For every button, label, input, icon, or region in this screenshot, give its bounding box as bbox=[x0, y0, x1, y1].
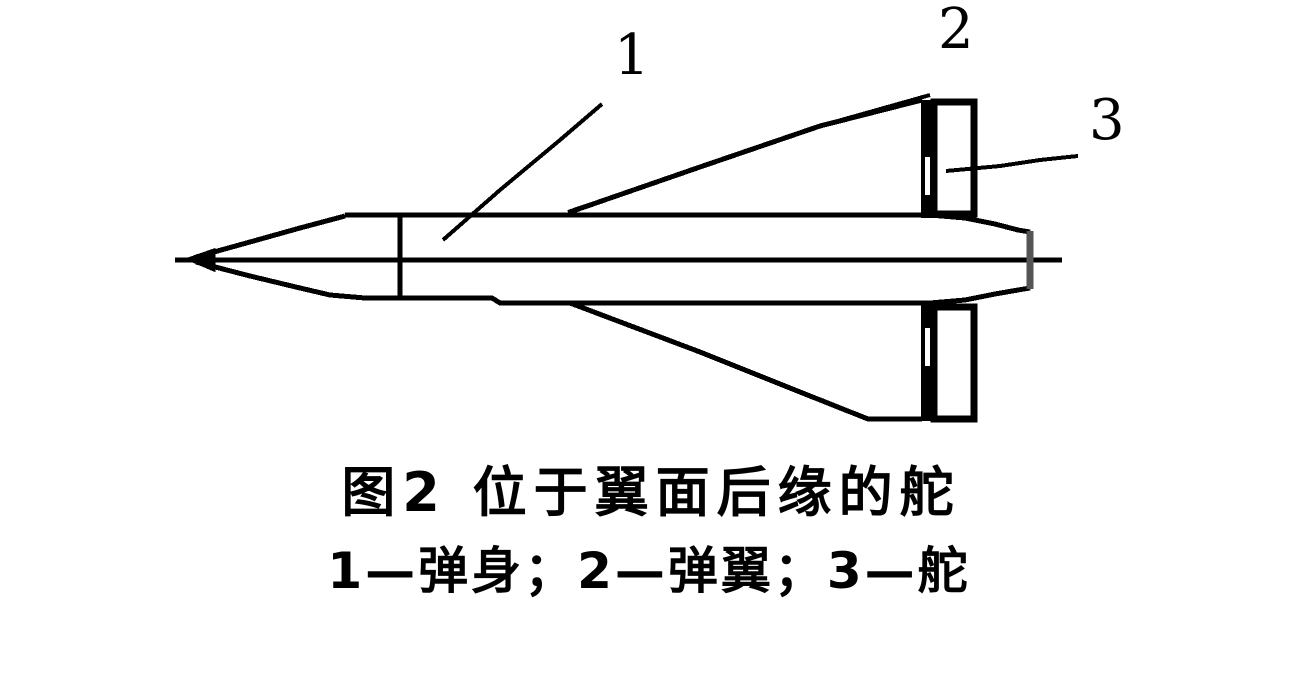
caption-title: 图2 位于翼面后缘的舵 bbox=[341, 461, 961, 524]
tail-nozzle bbox=[929, 212, 1034, 306]
nose-cone bbox=[183, 213, 366, 301]
leader-line-2 bbox=[567, 93, 931, 214]
caption-legend: 1—弹身；2—弹翼；3—舵 bbox=[327, 542, 971, 600]
fuselage-body bbox=[345, 212, 930, 306]
callout-label-3: 3 bbox=[1089, 88, 1125, 153]
wing-lower bbox=[569, 300, 922, 422]
leader-line-3 bbox=[945, 154, 1079, 173]
leader-lines bbox=[441, 93, 1079, 242]
leader-line-1 bbox=[441, 102, 604, 242]
callout-label-2: 2 bbox=[938, 0, 974, 62]
rudder-upper bbox=[921, 98, 978, 218]
callout-label-1: 1 bbox=[614, 23, 650, 88]
rudder-lower bbox=[921, 303, 978, 423]
figure-caption: 图2 位于翼面后缘的舵 1—弹身；2—弹翼；3—舵 bbox=[0, 455, 1295, 611]
